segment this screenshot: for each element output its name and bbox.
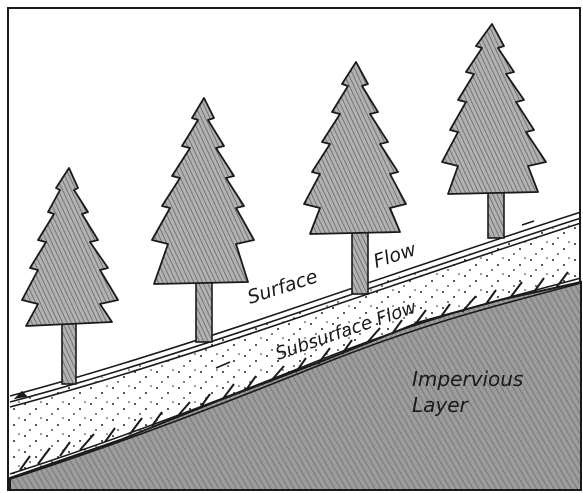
impervious-label-line1: Impervious — [412, 367, 523, 391]
impervious-label-line2: Layer — [412, 393, 470, 417]
